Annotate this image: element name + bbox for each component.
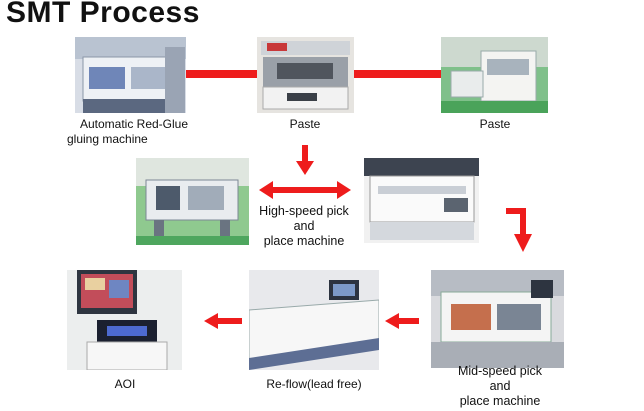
highspeed-caption: High-speed pick and place machine [244,204,364,249]
highspeed-machine-photo-2 [364,158,479,243]
highspeed-machine-photo [136,158,249,245]
reflow-oven-photo [249,270,379,370]
arrow-down-from-paste [296,145,314,175]
paste-printer-photo-2 [441,37,548,113]
midspeed-caption-line3: place machine [459,394,541,408]
arrow-bend-to-midspeed [506,208,534,252]
highspeed-caption-line2: and [293,219,315,233]
midspeed-caption-line2: and [489,379,511,393]
highspeed-caption-line1: High-speed pick [259,204,349,218]
aoi-caption: AOI [114,377,136,391]
arrow-left-to-aoi [204,313,242,329]
aoi-machine-photo [67,270,182,370]
midspeed-caption: Mid-speed pick and place machine [440,364,560,409]
paste-caption-2: Paste [479,117,511,131]
double-arrow-highspeed [259,181,351,199]
connector-glue-to-paste [186,70,257,78]
diagram-title: SMT Process [6,0,200,29]
glue-caption-line1: Automatic Red-Glue [79,117,189,131]
paste-printer-photo-1 [257,37,354,113]
midspeed-caption-line1: Mid-speed pick [457,364,543,378]
glue-machine-photo [75,37,186,113]
connector-paste-to-paste [354,70,441,78]
highspeed-caption-line3: place machine [263,234,345,248]
midspeed-machine-photo [431,270,564,368]
paste-caption-1: Paste [289,117,321,131]
arrow-left-to-reflow [385,313,419,329]
reflow-caption: Re-flow(lead free) [266,377,362,391]
glue-machine-caption: Automatic Red-Glue gluing machine [64,117,204,147]
glue-caption-line2: gluing machine [67,132,148,146]
